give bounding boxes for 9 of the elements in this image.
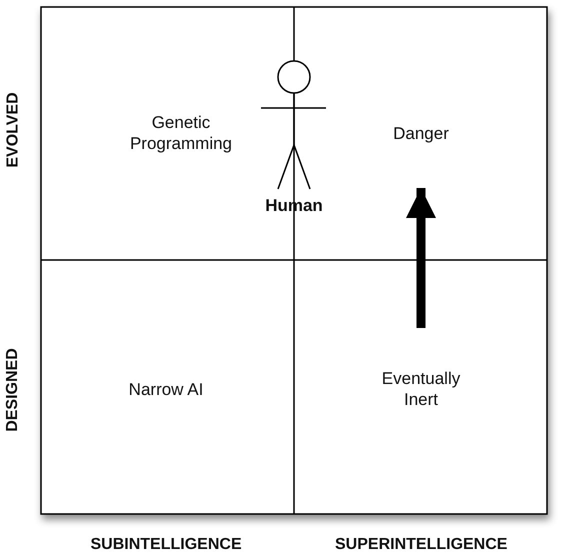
quadrant-label: Genetic Programming — [111, 110, 251, 156]
arrow — [406, 188, 436, 328]
quadrant-label: Eventually Inert — [366, 366, 476, 412]
axis-label: SUPERINTELLIGENCE — [335, 536, 508, 554]
axis-label: DESIGNED — [4, 348, 22, 432]
axis-label: EVOLVED — [4, 92, 22, 168]
quadrant-label: Narrow AI — [106, 376, 226, 402]
axis-label: SUBINTELLIGENCE — [90, 536, 242, 554]
quadrant-label: Danger — [371, 120, 471, 146]
